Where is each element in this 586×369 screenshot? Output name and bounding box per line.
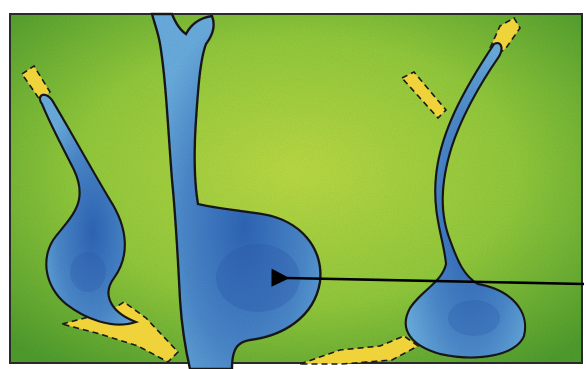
lake-left-deep: [70, 252, 106, 292]
lake-right-deep: [448, 300, 500, 336]
